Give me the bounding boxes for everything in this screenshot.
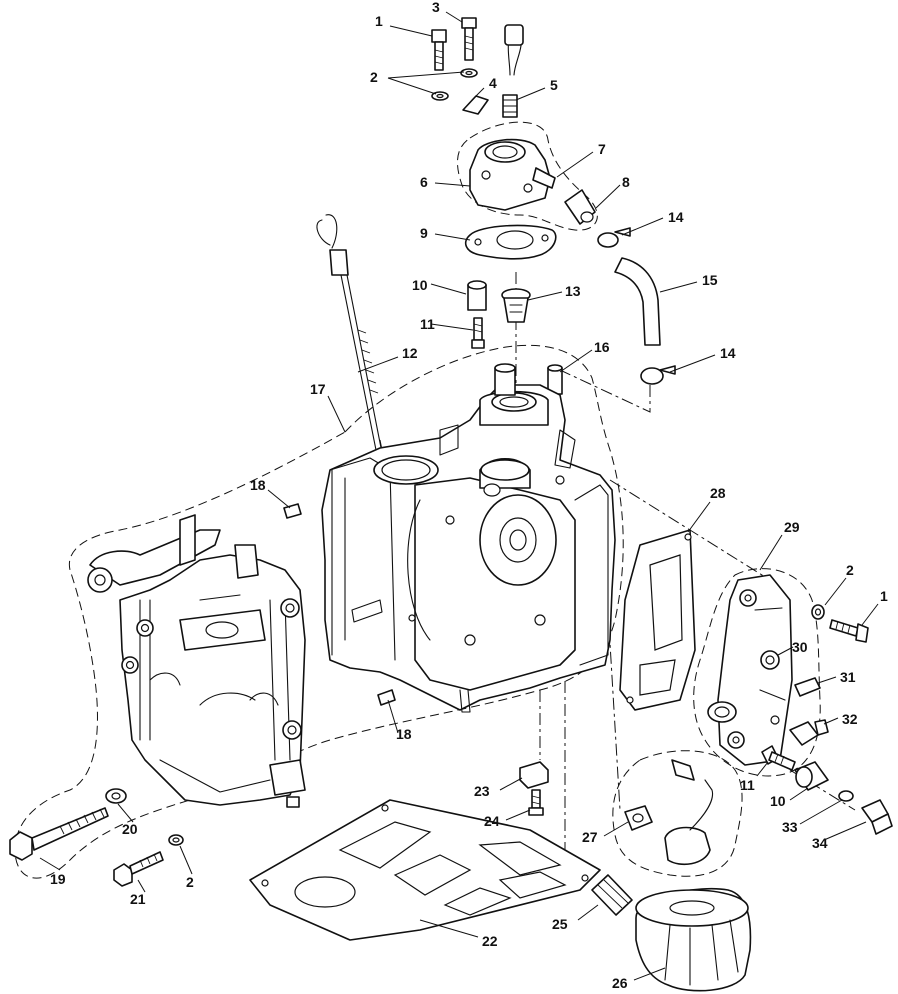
callout-8: 8 bbox=[622, 174, 630, 190]
clip-4 bbox=[462, 95, 489, 115]
side-cover-29 bbox=[707, 574, 793, 766]
callout-7: 7 bbox=[598, 141, 606, 157]
callout-19: 19 bbox=[50, 871, 66, 887]
callout-29: 29 bbox=[784, 519, 800, 535]
callout-18b: 18 bbox=[396, 726, 412, 742]
bolt-11-top bbox=[471, 317, 485, 349]
temperature-sender-5 bbox=[502, 24, 524, 118]
callout-16: 16 bbox=[594, 339, 610, 355]
leader-lines bbox=[39, 11, 879, 981]
gasket-28 bbox=[619, 529, 696, 711]
assembly-line bbox=[789, 769, 856, 811]
callout-4: 4 bbox=[489, 75, 497, 91]
plug-31 bbox=[794, 677, 821, 697]
callout-9: 9 bbox=[420, 225, 428, 241]
callout-10a: 10 bbox=[412, 277, 428, 293]
callout-14a: 14 bbox=[668, 209, 684, 225]
callout-31: 31 bbox=[840, 669, 856, 685]
bracket-23 bbox=[519, 761, 549, 789]
callout-32: 32 bbox=[842, 711, 858, 727]
assembly-line bbox=[559, 369, 651, 413]
callout-33: 33 bbox=[782, 819, 798, 835]
dowel-18-lower bbox=[377, 689, 396, 706]
callout-10b: 10 bbox=[770, 793, 786, 809]
thermostat-cover-6 bbox=[469, 138, 556, 211]
bolt-21 bbox=[113, 851, 164, 887]
hose-clamp-14-lower bbox=[640, 365, 676, 385]
washer-33 bbox=[838, 790, 854, 802]
bolt-19 bbox=[9, 807, 109, 861]
callout-1a: 1 bbox=[375, 13, 383, 29]
bolt-1-right bbox=[829, 619, 869, 643]
callout-2c: 2 bbox=[186, 874, 194, 890]
callout-24: 24 bbox=[484, 813, 500, 829]
callout-34: 34 bbox=[812, 835, 828, 851]
bolt-1-top bbox=[431, 29, 447, 71]
callout-25: 25 bbox=[552, 916, 568, 932]
callout-28: 28 bbox=[710, 485, 726, 501]
callout-18a: 18 bbox=[250, 477, 266, 493]
gasket-9 bbox=[464, 224, 557, 260]
sensor-cap bbox=[664, 759, 714, 866]
screw-24 bbox=[528, 789, 544, 816]
dipstick-12 bbox=[316, 214, 384, 461]
callout-21: 21 bbox=[130, 891, 146, 907]
callout-2d: 2 bbox=[846, 562, 854, 578]
hose-15 bbox=[614, 257, 661, 346]
fitting-32 bbox=[789, 719, 829, 746]
bolt-11-right bbox=[761, 745, 796, 771]
callout-12: 12 bbox=[402, 345, 418, 361]
callout-15: 15 bbox=[702, 272, 718, 288]
callout-6: 6 bbox=[420, 174, 428, 190]
callout-17: 17 bbox=[310, 381, 326, 397]
oil-pressure-switch-27 bbox=[624, 805, 653, 831]
dowel-18-upper bbox=[283, 503, 302, 519]
callout-26: 26 bbox=[612, 975, 628, 991]
callout-20: 20 bbox=[122, 821, 138, 837]
dowel-16 bbox=[547, 364, 563, 395]
callout-2a: 2 bbox=[370, 69, 378, 85]
anode-10-right bbox=[794, 761, 829, 791]
oil-filter-26 bbox=[635, 887, 752, 992]
hose-fitting-8 bbox=[564, 189, 596, 225]
callout-11b: 11 bbox=[740, 777, 755, 793]
hose-clamp-14-upper bbox=[597, 227, 631, 248]
thermostat-13 bbox=[501, 288, 531, 323]
callout-13: 13 bbox=[565, 283, 581, 299]
callout-30: 30 bbox=[792, 639, 808, 655]
group-outline-cover bbox=[693, 568, 821, 777]
callout-1b: 1 bbox=[880, 588, 888, 604]
oil-filter-fitting-25 bbox=[591, 874, 633, 916]
bolt-3 bbox=[461, 17, 477, 61]
base-gasket-22 bbox=[249, 799, 601, 941]
drain-plug-34 bbox=[861, 799, 893, 835]
callout-22: 22 bbox=[482, 933, 498, 949]
callout-14b: 14 bbox=[720, 345, 736, 361]
callout-3: 3 bbox=[432, 0, 440, 15]
group-outline-sensor bbox=[612, 750, 743, 877]
cylinder-block bbox=[321, 363, 616, 713]
callout-23: 23 bbox=[474, 783, 490, 799]
callout-5: 5 bbox=[550, 77, 558, 93]
callout-27: 27 bbox=[582, 829, 598, 845]
anode-10-top bbox=[467, 280, 487, 311]
callout-11a: 11 bbox=[420, 316, 435, 332]
crankcase bbox=[87, 514, 306, 808]
